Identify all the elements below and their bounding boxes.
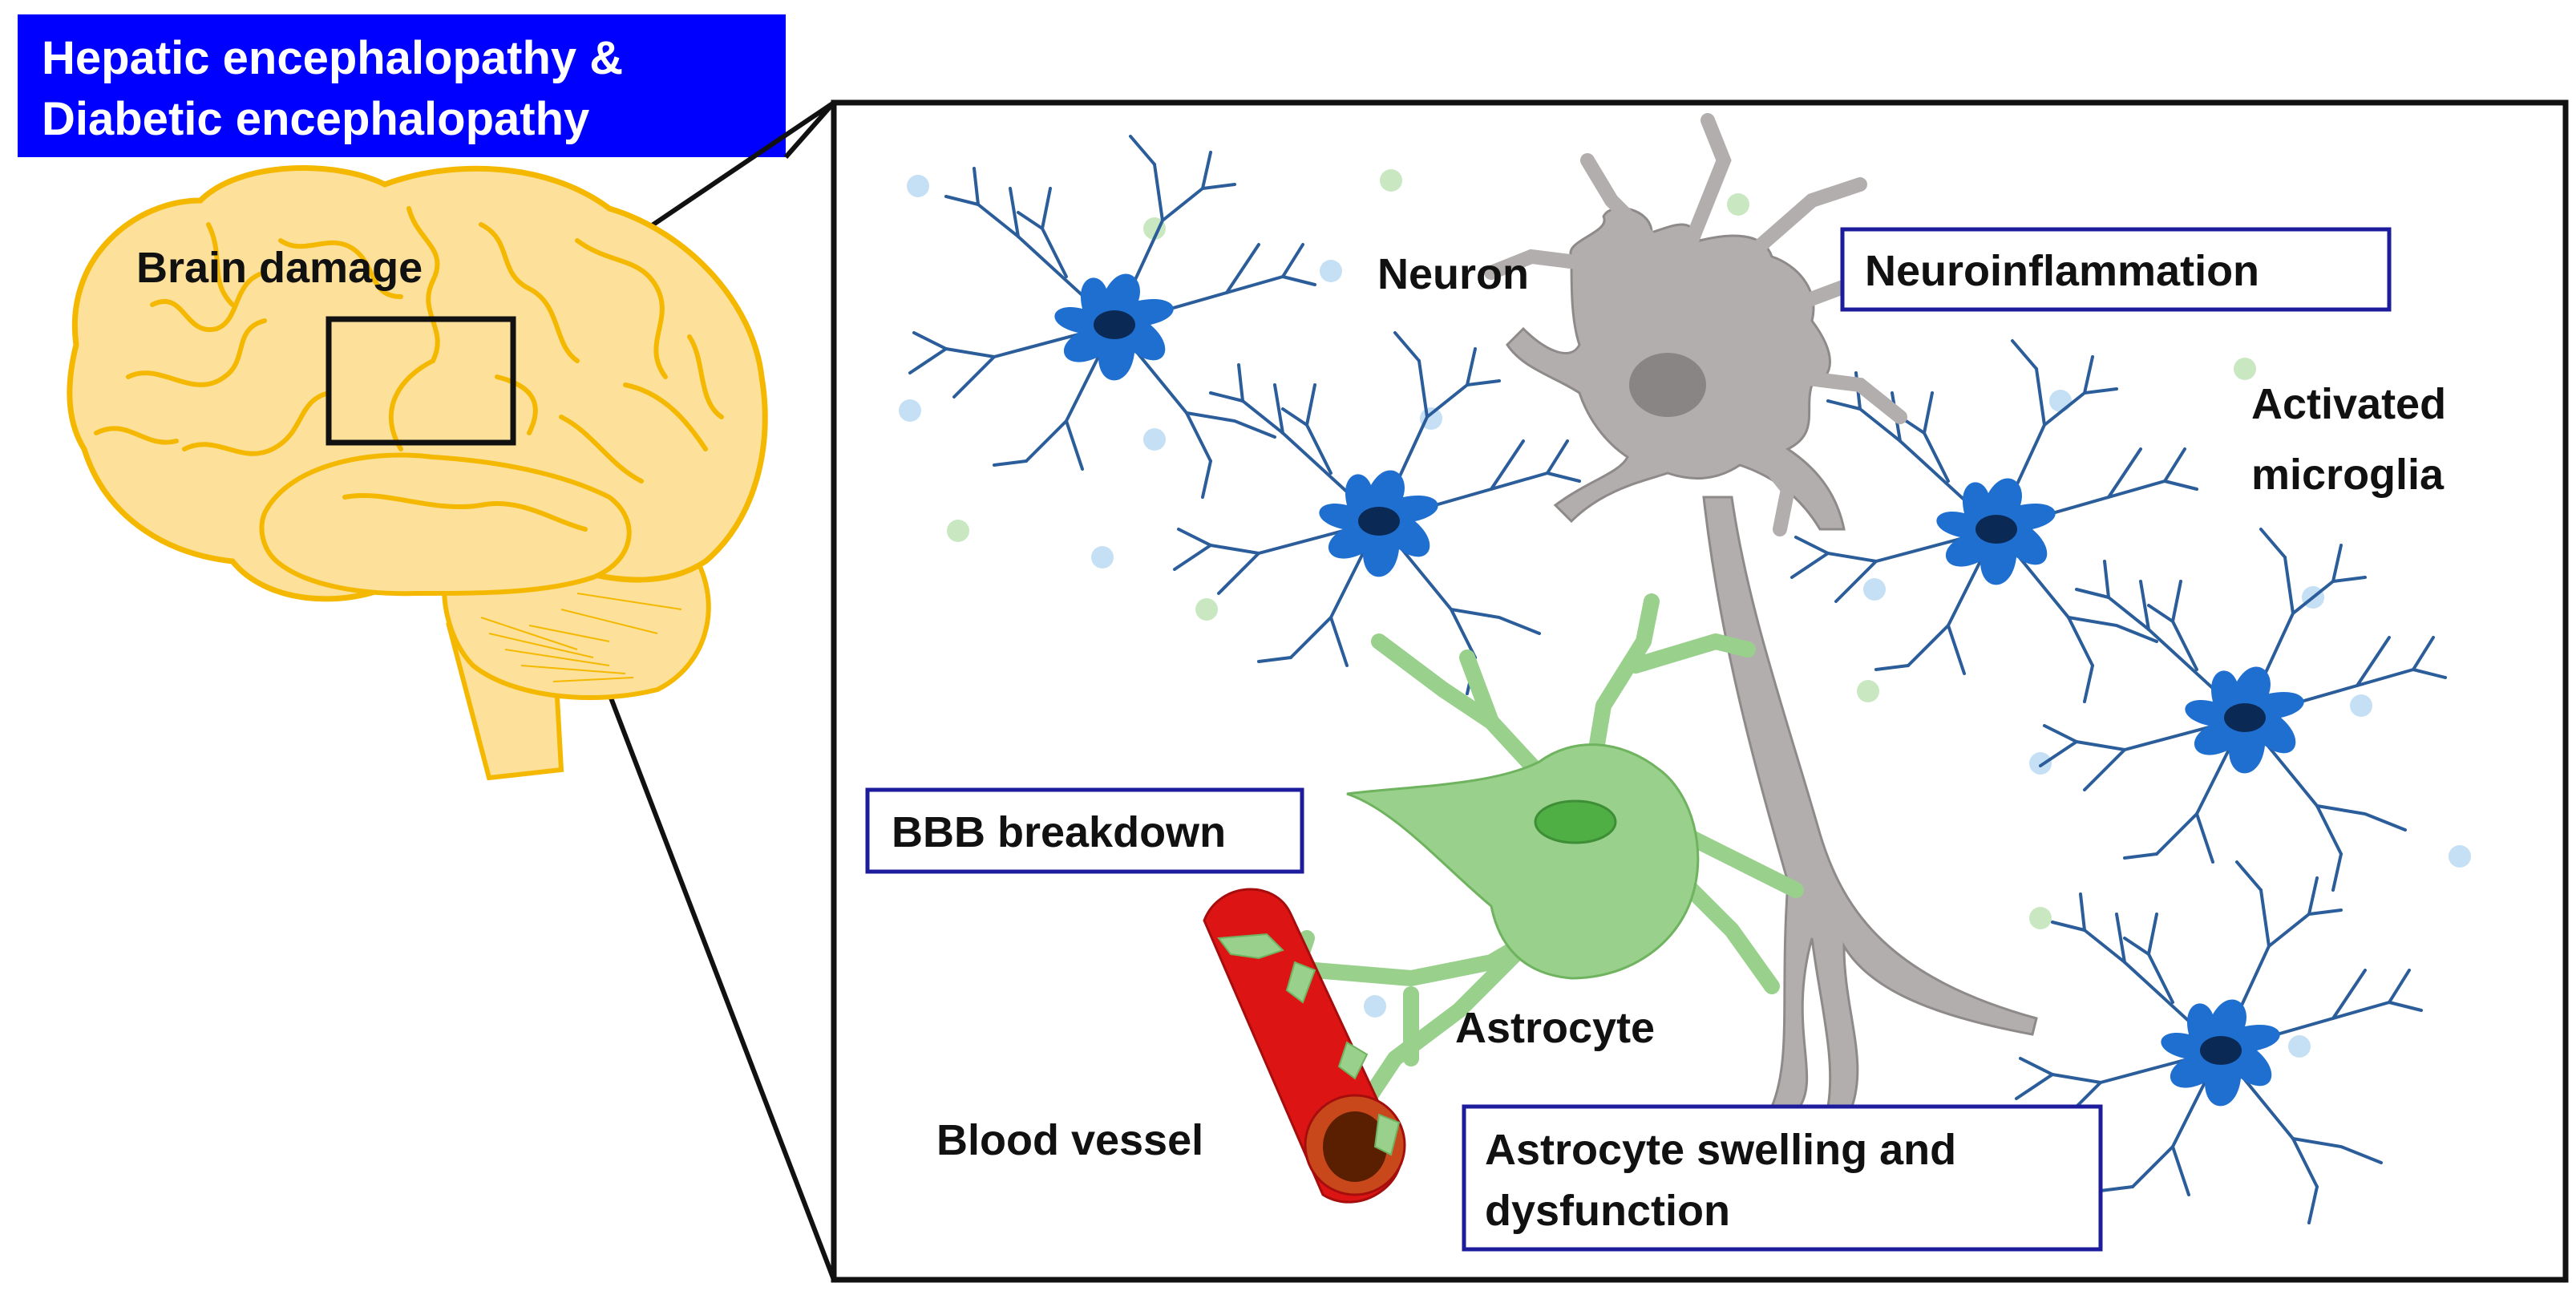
cerebellum-lines [480,593,682,682]
activated-microglia-label-line-1: Activated [2251,380,2446,428]
title-connector [783,101,836,159]
bbb-breakdown-callout: BBB breakdown [865,787,1304,874]
title-banner: Hepatic encephalopathy & Diabetic enceph… [18,14,786,157]
neuron-label: Neuron [1377,250,1529,298]
neuroinflammation-callout: Neuroinflammation [1840,227,2392,312]
title-line-1: Hepatic encephalopathy & [42,32,623,84]
extracellular-particles [899,169,2471,1058]
brain-damage-label: Brain damage [136,244,423,292]
astrocyte-swelling-label-line-1: Astrocyte swelling and [1485,1126,1956,1174]
blood-vessel [1203,888,1406,1204]
astrocyte-endfeet [1217,933,1401,1156]
title-line-2: Diabetic encephalopathy [42,93,589,145]
astrocyte-swelling-callout: Astrocyte swelling and dysfunction [1462,1104,2103,1252]
temporal-lobe [259,452,632,597]
brain-illustration: Brain damage [67,165,768,781]
brain-sulci [94,206,724,532]
bbb-breakdown-label: BBB breakdown [892,808,1226,856]
blood-vessel-label: Blood vessel [936,1116,1203,1164]
brain-damage-region-box [326,316,516,446]
astrocyte-label: Astrocyte [1455,1004,1655,1052]
title-background [18,14,786,157]
activated-microglia-label-line-2: microglia [2251,451,2445,499]
astrocyte-swelling-label-line-2: dysfunction [1485,1187,1730,1235]
neuroinflammation-label: Neuroinflammation [1865,247,2259,295]
